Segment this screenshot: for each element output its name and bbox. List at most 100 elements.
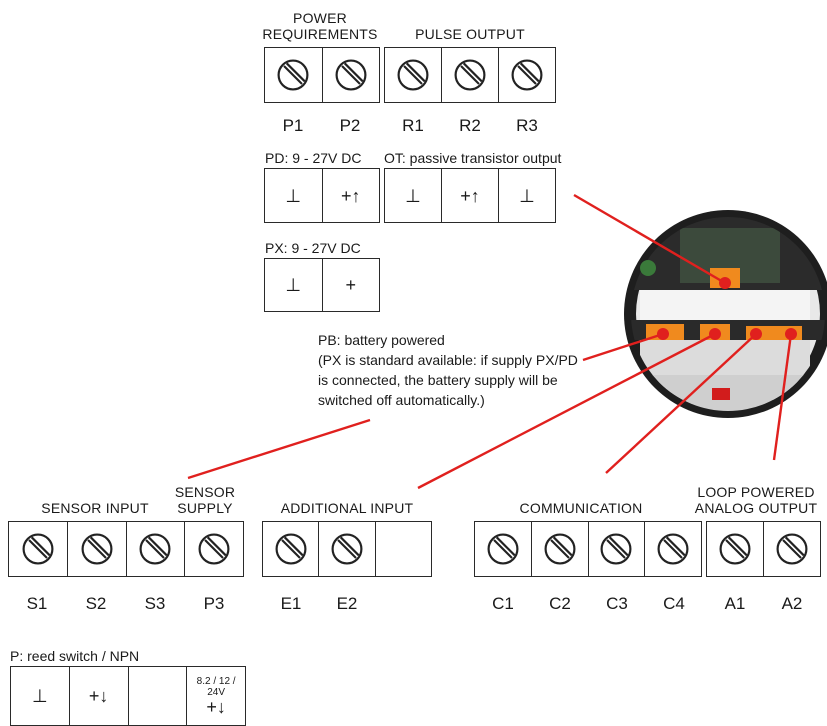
ot-positive: +↑: [441, 169, 498, 222]
screw-icon: [198, 533, 230, 565]
pd-ground: ⊥: [285, 185, 302, 206]
px-terminal-block: ⊥ +: [264, 258, 380, 312]
pd-positive: +↑: [321, 169, 380, 222]
additional-input-header: ADDITIONAL INPUT: [280, 500, 414, 516]
label-c1: C1: [492, 594, 514, 613]
dot-communication: [750, 328, 762, 340]
sensor-input-header: SENSOR INPUT: [41, 500, 149, 516]
terminal-r1: [385, 48, 441, 102]
terminal-r3: [498, 48, 555, 102]
screw-icon: [487, 533, 519, 565]
leader-px-pd: [582, 332, 664, 362]
switch-part: [712, 388, 730, 400]
screw-icon: [776, 533, 808, 565]
dot-analog: [785, 328, 797, 340]
terminal-empty: [374, 522, 431, 576]
label-p1: P1: [282, 116, 304, 135]
pulse-terminal-block: [384, 47, 556, 103]
label-s2: S2: [85, 594, 107, 613]
px-ground: ⊥: [285, 275, 302, 295]
screw-icon: [719, 533, 751, 565]
label-a1: A1: [724, 594, 746, 613]
screw-icon: [81, 533, 113, 565]
additional-terminal-block: [262, 521, 432, 577]
power-requirements-header: POWER REQUIREMENTS: [262, 10, 378, 42]
screw-icon: [544, 533, 576, 565]
communication-terminal-block: [474, 521, 702, 577]
label-s3: S3: [144, 594, 166, 613]
reed-empty: [127, 667, 187, 725]
ot-ground-2: ⊥: [498, 169, 555, 222]
screw-icon: [600, 533, 632, 565]
px-positive: +: [321, 259, 380, 311]
terminal-r2: [441, 48, 498, 102]
leader-communication: [605, 333, 757, 474]
screw-icon: [657, 533, 689, 565]
terminal-s1: [9, 522, 67, 576]
screw-icon: [22, 533, 54, 565]
ot-ground-1: ⊥: [405, 185, 421, 206]
terminal-p2: [321, 48, 380, 102]
loop-powered-header: LOOP POWERED ANALOG OUTPUT: [694, 484, 818, 516]
supply-voltage-options: 8.2 / 12 / 24V: [196, 676, 236, 698]
screw-icon: [335, 59, 367, 91]
pulse-output-header: PULSE OUTPUT: [415, 26, 525, 42]
reed-terminal-block: ⊥ +↓ 8.2 / 12 / 24V +↓: [10, 666, 246, 726]
label-c4: C4: [663, 594, 685, 613]
terminal-c4: [644, 522, 701, 576]
terminal-a1: [707, 522, 763, 576]
pd-label: PD: 9 - 27V DC: [265, 150, 362, 166]
reed-ground: ⊥: [32, 686, 48, 706]
reed-input: +↓: [68, 667, 128, 725]
screw-icon: [139, 533, 171, 565]
screw-icon: [397, 59, 429, 91]
terminal-c2: [530, 522, 588, 576]
label-r3: R3: [516, 116, 538, 135]
terminal-c1: [475, 522, 531, 576]
label-c3: C3: [606, 594, 628, 613]
leader-analog: [772, 333, 793, 461]
label-e2: E2: [336, 594, 358, 613]
communication-header: COMMUNICATION: [519, 500, 643, 516]
dot-pulse: [719, 277, 731, 289]
ot-label: OT: passive transistor output: [384, 150, 562, 166]
leader-battery: [187, 418, 371, 480]
sensor-supply-header: SENSOR SUPPLY: [174, 484, 236, 516]
reed-supply: 8.2 / 12 / 24V +↓: [186, 667, 245, 725]
dot-power: [657, 328, 669, 340]
pcb-marking: [640, 260, 656, 276]
label-p3: P3: [203, 594, 225, 613]
ot-terminal-block: ⊥ +↑ ⊥: [384, 168, 556, 223]
terminal-e2: [318, 522, 374, 576]
sensor-terminal-block: [8, 521, 244, 577]
dot-additional: [709, 328, 721, 340]
leader-lines: [187, 193, 793, 490]
terminal-s3: [125, 522, 185, 576]
leader-additional: [417, 332, 716, 490]
label-e1: E1: [280, 594, 302, 613]
terminal-p1: [265, 48, 322, 102]
leader-pulse: [573, 193, 726, 285]
terminal-a2: [763, 522, 820, 576]
screw-icon: [275, 533, 307, 565]
px-label: PX: 9 - 27V DC: [265, 240, 361, 256]
terminal-c3: [587, 522, 645, 576]
terminal-p3: [184, 522, 243, 576]
screw-icon: [454, 59, 486, 91]
label-c2: C2: [549, 594, 571, 613]
battery-note: PB: battery powered (PX is standard avai…: [318, 332, 578, 408]
screw-icon: [331, 533, 363, 565]
analog-terminal-block: [706, 521, 821, 577]
screw-icon: [277, 59, 309, 91]
terminal-s2: [66, 522, 126, 576]
label-s1: S1: [26, 594, 48, 613]
pd-terminal-block: ⊥ +↑: [264, 168, 380, 223]
label-p2: P2: [339, 116, 361, 135]
label-r2: R2: [459, 116, 481, 135]
leader-dots: [657, 277, 797, 340]
label-a2: A2: [781, 594, 803, 613]
screw-icon: [511, 59, 543, 91]
terminal-e1: [263, 522, 318, 576]
device-housing: [624, 210, 827, 418]
